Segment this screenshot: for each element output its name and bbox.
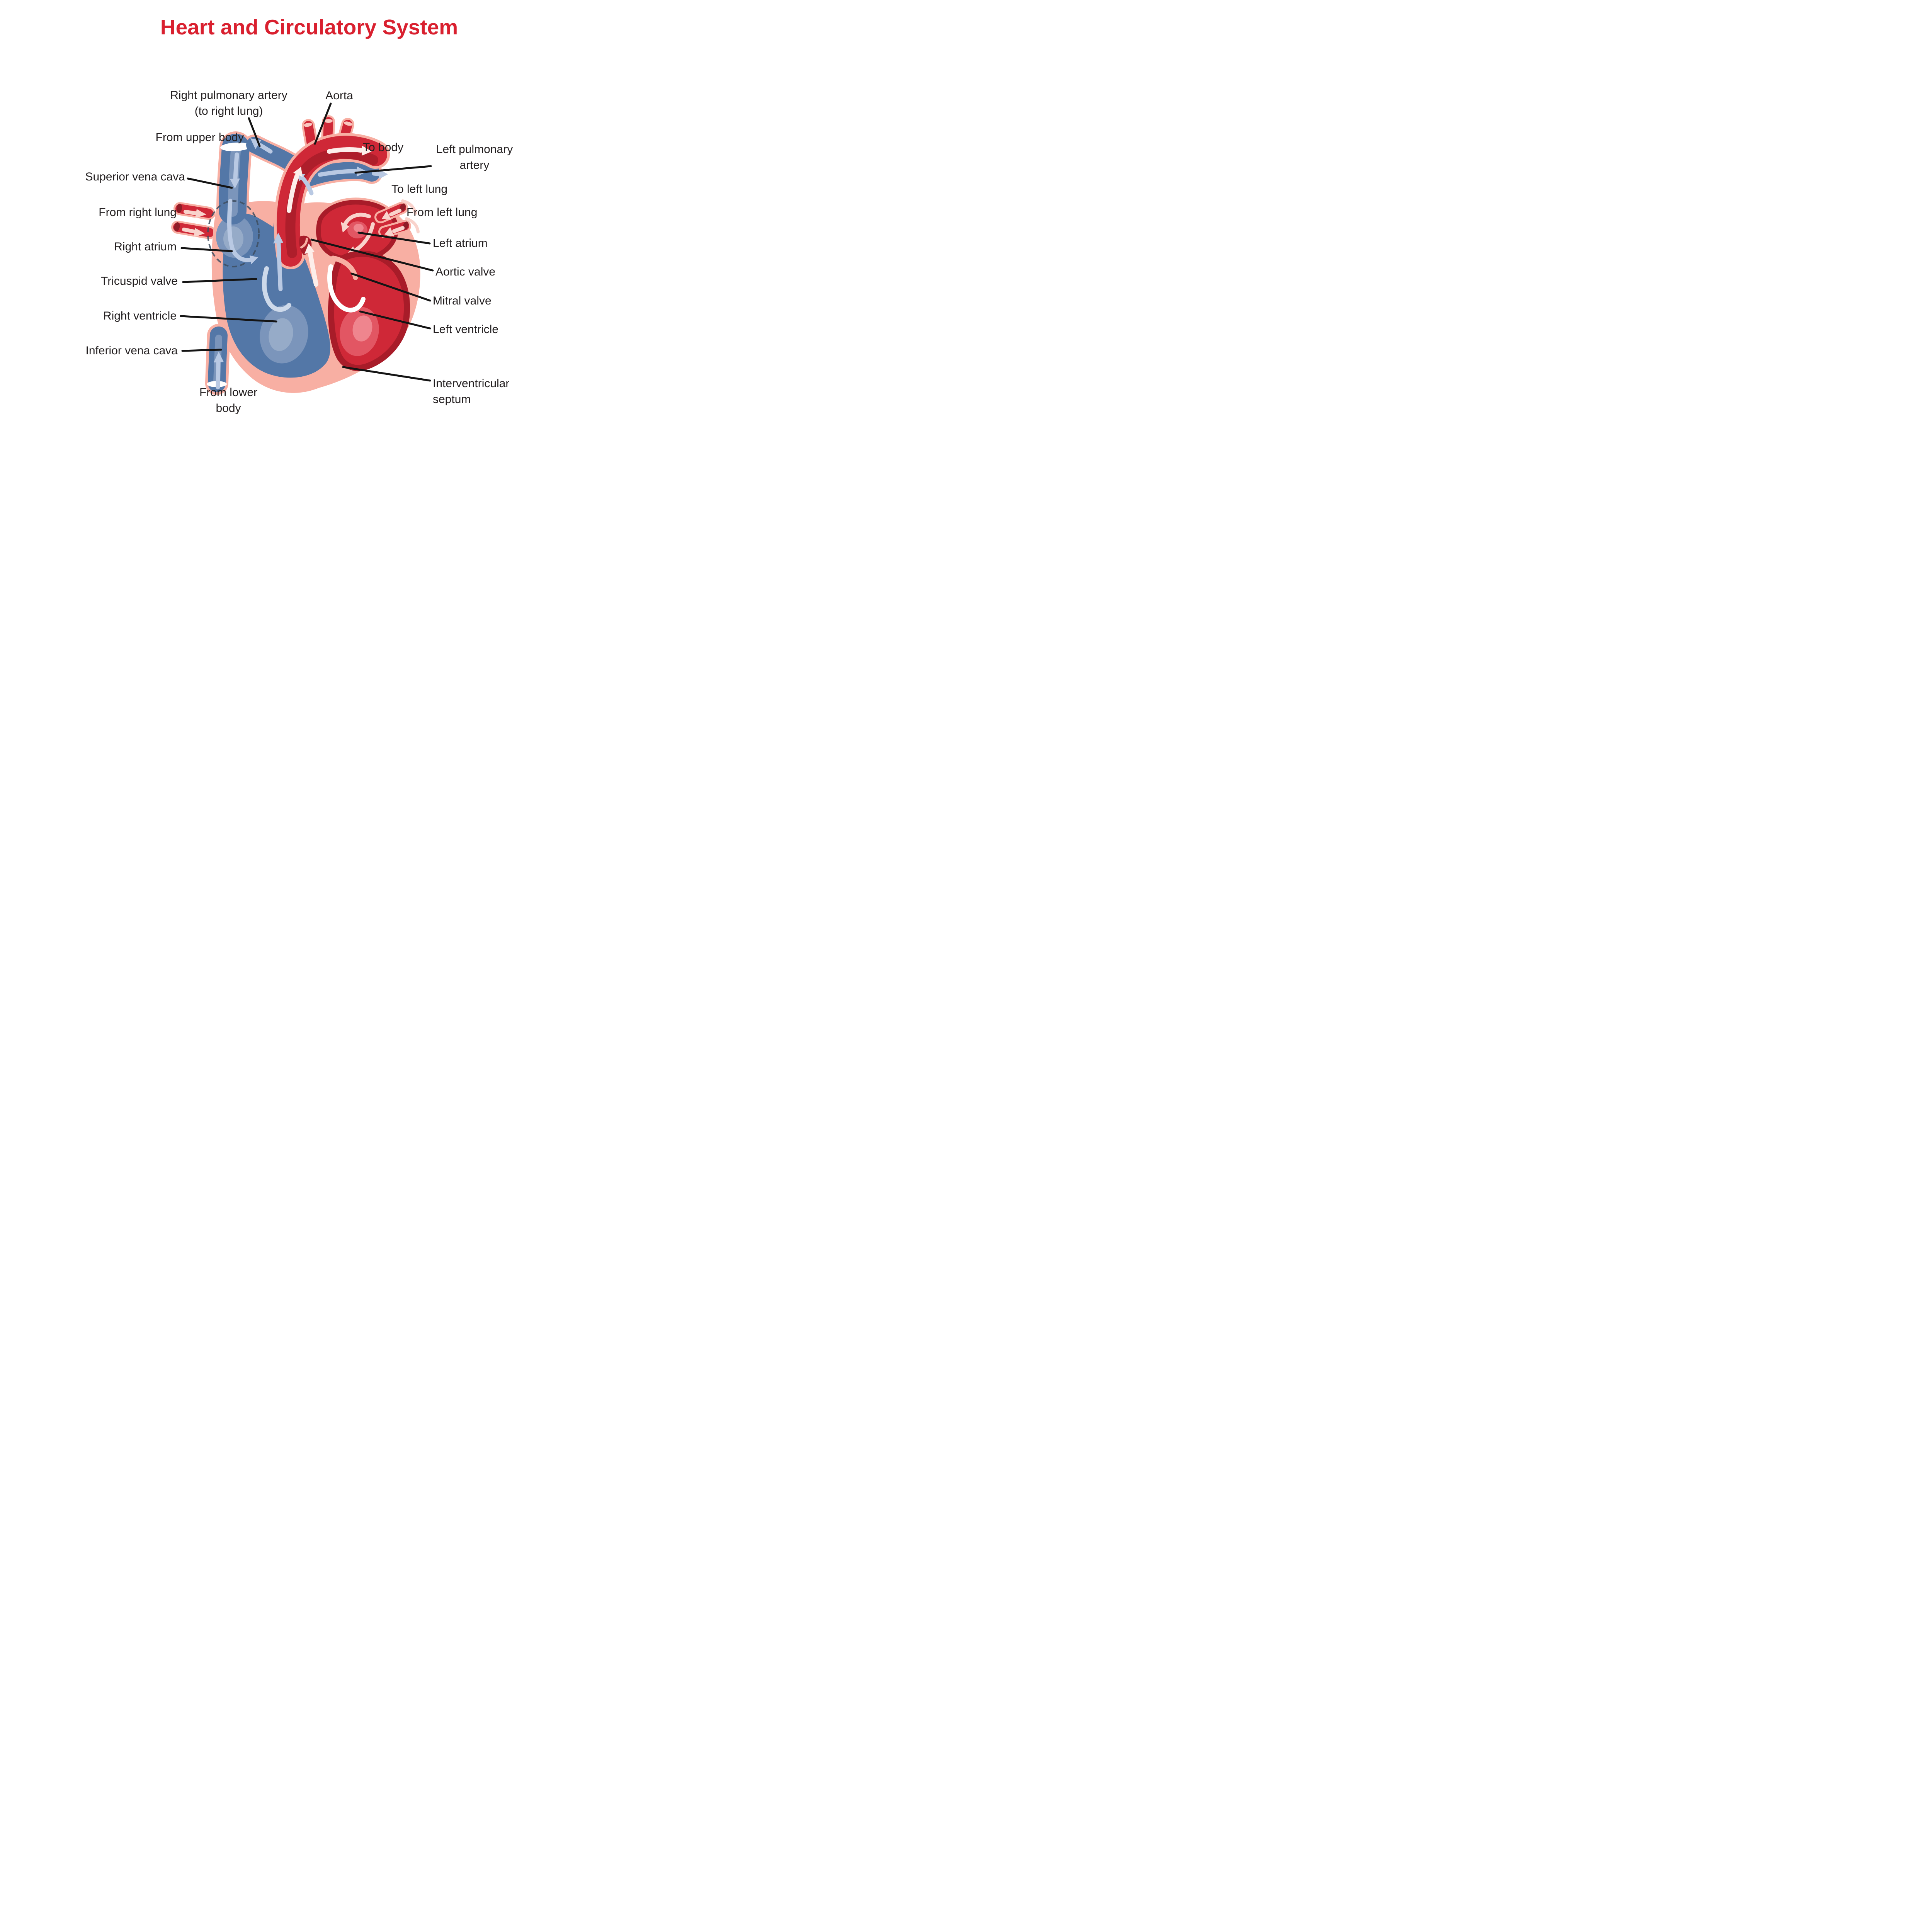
label-left-pulmonary-artery: Left pulmonary artery xyxy=(436,143,513,172)
heart-circulatory-diagram: Heart and Circulatory System Right pulmo… xyxy=(0,0,584,438)
leader-aorta xyxy=(314,102,332,145)
leader-left-ventricle xyxy=(359,310,431,330)
leader-left-atrium xyxy=(357,231,431,245)
label-superior-vena-cava: Superior vena cava xyxy=(85,170,185,183)
label-right-atrium: Right atrium xyxy=(114,240,177,253)
venous-flow-arrows xyxy=(214,138,388,389)
label-to-body: To body xyxy=(363,141,404,154)
leader-superior-vena-cava xyxy=(187,177,233,189)
left-atrium xyxy=(313,197,420,264)
label-inferior-vena-cava: Inferior vena cava xyxy=(85,344,178,357)
label-left-atrium: Left atrium xyxy=(433,237,488,250)
page-title: Heart and Circulatory System xyxy=(160,15,458,39)
right-lung-vein-stubs xyxy=(171,202,243,249)
leader-mitral-valve xyxy=(350,272,431,302)
label-interventricular-septum: Interventricular septum xyxy=(433,377,510,406)
right-atrium-dashed-ring xyxy=(207,200,260,267)
heart-illustration xyxy=(171,102,434,395)
leader-lines xyxy=(180,102,434,382)
leader-aortic-valve xyxy=(310,238,434,272)
label-from-right-lung: From right lung xyxy=(99,206,177,219)
label-from-left-lung: From left lung xyxy=(406,206,478,219)
label-to-left-lung: To left lung xyxy=(391,183,448,196)
label-left-ventricle: Left ventricle xyxy=(433,323,499,336)
label-mitral-valve: Mitral valve xyxy=(433,294,492,307)
label-from-lower-body: From lower body xyxy=(199,386,257,415)
leader-right-pulmonary-artery xyxy=(248,117,261,147)
leader-tricuspid-valve xyxy=(182,278,257,283)
left-ventricle xyxy=(328,250,410,371)
label-tricuspid-valve: Tricuspid valve xyxy=(101,275,178,287)
label-aorta: Aorta xyxy=(325,89,353,102)
leader-right-ventricle xyxy=(180,315,277,323)
arterial-flow-arrows xyxy=(287,146,372,287)
leader-left-pulmonary-artery xyxy=(354,165,432,174)
label-from-upper-body: From upper body xyxy=(155,131,244,144)
leader-inferior-vena-cava xyxy=(181,349,222,352)
right-heart-chambers xyxy=(216,213,330,378)
leader-interventricular-septum xyxy=(342,366,431,382)
label-right-ventricle: Right ventricle xyxy=(103,310,177,322)
label-right-pulmonary-artery: Right pulmonary artery (to right lung) xyxy=(170,89,287,117)
label-aortic-valve: Aortic valve xyxy=(435,265,496,278)
leader-right-atrium xyxy=(180,247,233,252)
tricuspid-valve xyxy=(262,266,291,312)
